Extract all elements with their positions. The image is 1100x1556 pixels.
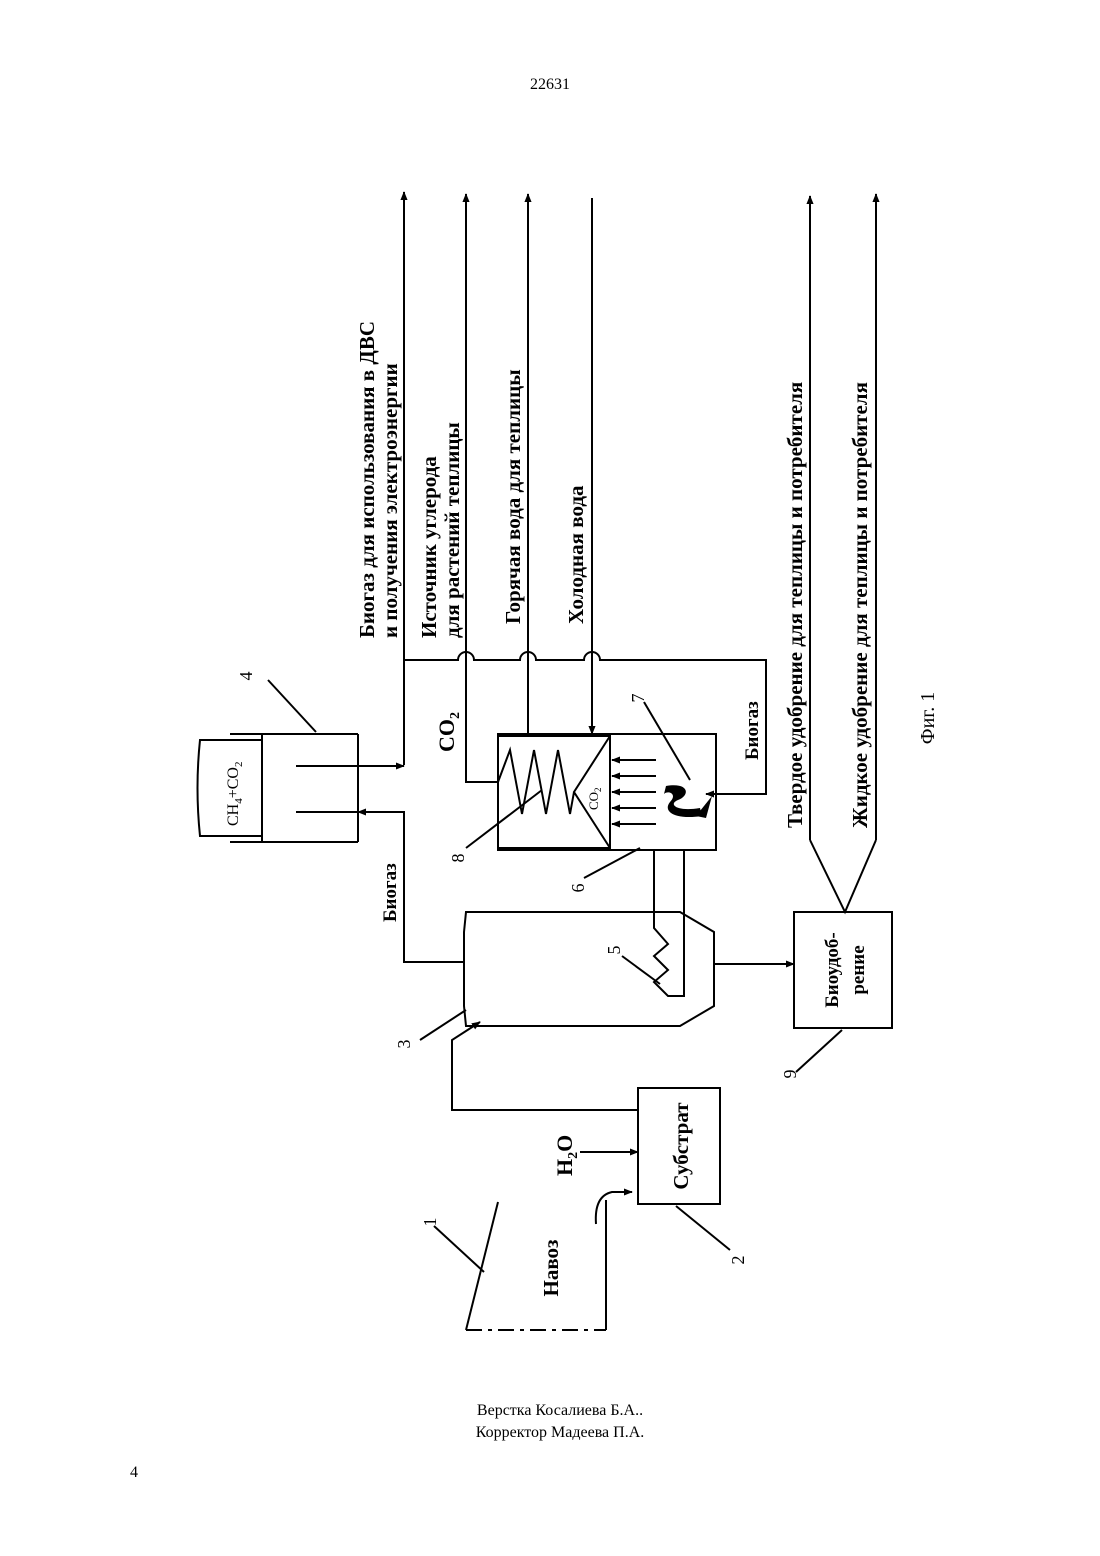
carbon-source-label-2: для растений теплицы	[440, 422, 464, 638]
cold-water-label: Холодная вода	[564, 485, 588, 624]
co2-label: CO2	[434, 712, 463, 752]
substrate-label: Субстрат	[669, 1102, 693, 1190]
biogas-supply-line	[358, 812, 464, 962]
callout-3: 3	[394, 1040, 414, 1049]
callout-9: 9	[780, 1070, 800, 1079]
fertilizer-fork	[810, 840, 876, 912]
biofertilizer-label-1: Биоудоб-	[822, 932, 843, 1008]
biofertilizer-label-2: рение	[848, 945, 869, 994]
callout-5: 5	[604, 946, 624, 955]
credits-block: Верстка Косалиева Б.А.. Корректор Мадеев…	[0, 1400, 1100, 1444]
heating-coil-8	[498, 750, 574, 814]
biofertilizer-tank	[794, 912, 892, 1028]
callout-2: 2	[728, 1256, 748, 1265]
heating-pipe	[654, 850, 684, 996]
digester-3	[464, 912, 714, 1026]
flame-icon	[664, 785, 702, 817]
manure-pile	[466, 1202, 498, 1330]
co2-burner-label: CO2	[586, 787, 603, 810]
solid-fertilizer-label: Твердое удобрение для теплицы и потребит…	[783, 382, 807, 828]
callout-6: 6	[568, 884, 588, 893]
hot-water-label: Горячая вода для теплицы	[501, 369, 525, 624]
substrate-to-digester-line	[452, 1022, 638, 1110]
corrector-credit: Корректор Мадеева П.А.	[0, 1422, 1100, 1444]
biogas-left-label: Биогаз	[380, 863, 401, 922]
liquid-fertilizer-label: Жидкое удобрение для теплицы и потребите…	[848, 382, 872, 828]
figure-caption: Фиг. 1	[917, 692, 939, 744]
biogas-output-label-2: и получения электроэнергии	[378, 363, 402, 638]
manure-feed-arrow	[596, 1192, 632, 1224]
biogas-right-label: Биогаз	[742, 701, 763, 760]
carbon-source-label-1: Источник углерода	[417, 456, 441, 638]
manure-label: Навоз	[539, 1240, 563, 1297]
callout-7: 7	[628, 694, 648, 703]
callout-1: 1	[420, 1218, 440, 1227]
h2o-label: H2O	[552, 1135, 581, 1176]
callout-4: 4	[236, 672, 256, 681]
gas-holder-label: CH4+CO2	[225, 762, 245, 826]
co2-link-line	[466, 660, 498, 782]
page-number: 4	[130, 1464, 138, 1482]
layout-credit: Верстка Косалиева Б.А..	[0, 1400, 1100, 1422]
biogas-output-label-1: Биогаз для использования в ДВС	[355, 321, 379, 638]
callout-8: 8	[448, 854, 468, 863]
